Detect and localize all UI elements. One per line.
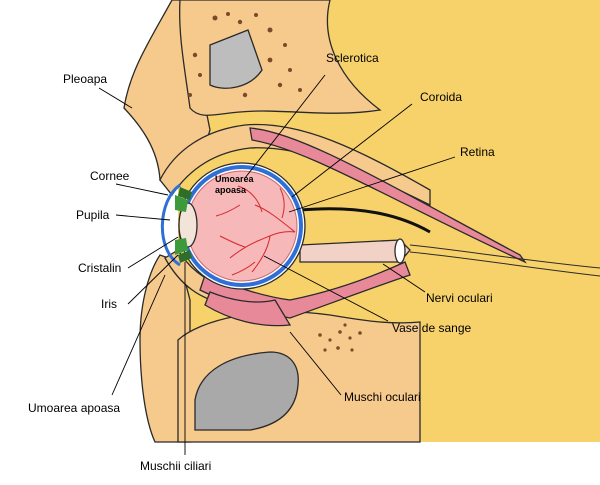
- leader-lines: [98, 74, 456, 455]
- label-muschi-oculari: Muschi oculari: [344, 390, 421, 404]
- label-iris: Iris: [101, 297, 117, 311]
- label-umoarea-apoasa: Umoarea apoasa: [28, 401, 120, 415]
- inferior-oblique-muscle: [204, 291, 292, 327]
- upper-eyelid-muscle: [249, 127, 527, 264]
- lens: [178, 202, 198, 248]
- label-cornee: Cornee: [90, 169, 130, 183]
- upper-nerve-arc: [299, 207, 431, 234]
- maxillary-sinus: [194, 351, 299, 431]
- label-muschii-ciliari: Muschii ciliari: [140, 459, 211, 473]
- aqueous-label-inside-line1: Umoarea: [215, 174, 255, 184]
- ciliary-body-lower: [178, 250, 192, 263]
- label-pupila: Pupila: [76, 208, 110, 222]
- aqueous-label-inside-line2: apoasa: [215, 185, 247, 195]
- iris-upper: [175, 195, 188, 212]
- label-pleoapa: Pleoapa: [63, 72, 107, 86]
- label-sclerotica: Sclerotica: [326, 51, 379, 65]
- label-cristalin: Cristalin: [78, 261, 121, 275]
- blood-vessels: [215, 185, 296, 276]
- optic-nerve-fibers: [409, 244, 600, 277]
- ciliary-body-upper: [178, 187, 192, 200]
- bone-texture-upper: [188, 12, 302, 98]
- frontal-sinus: [209, 29, 263, 89]
- bone-texture-lower: [318, 323, 362, 352]
- label-nervi-oculari: Nervi oculari: [426, 291, 493, 305]
- label-vase-de-sange: Vase de sange: [392, 321, 471, 335]
- iris-lower: [175, 238, 188, 255]
- optic-nerve-end: [394, 238, 406, 264]
- cornea: [160, 183, 181, 267]
- upper-eyelid: [159, 123, 431, 207]
- label-coroida: Coroida: [420, 90, 462, 104]
- label-retina: Retina: [460, 145, 495, 159]
